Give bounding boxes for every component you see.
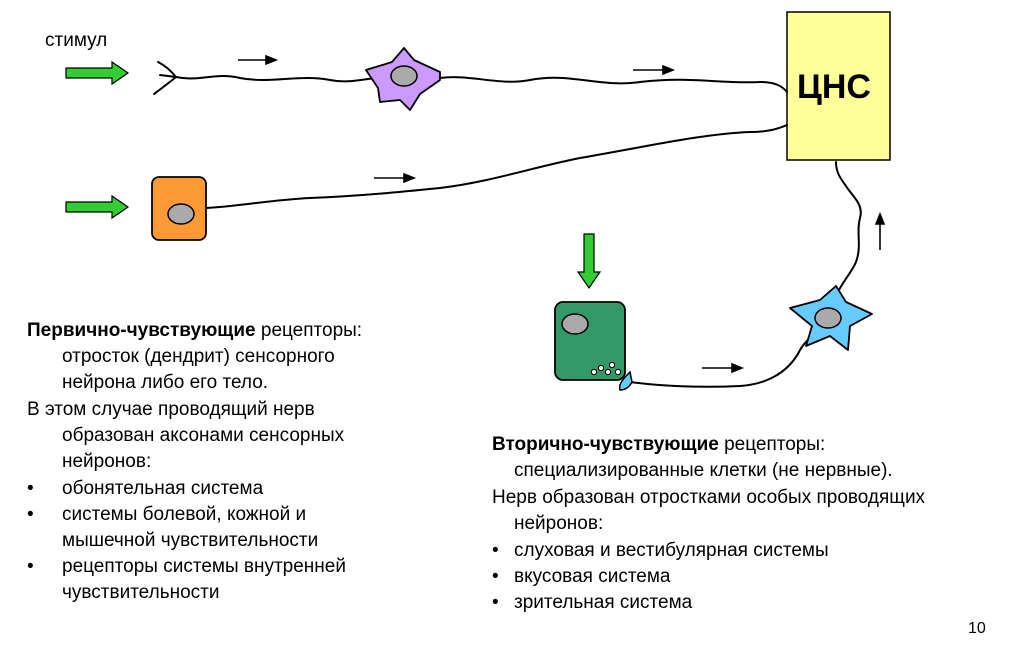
direction-arrow	[238, 54, 279, 66]
direction-arrow	[874, 211, 886, 250]
direction-arrow	[633, 64, 676, 76]
page-number: 10	[968, 620, 986, 637]
stimulus-arrow	[576, 233, 602, 290]
nucleus	[167, 203, 195, 225]
text-line: отросток (дендрит) сенсорного	[62, 346, 335, 367]
stimulus-arrow	[65, 60, 130, 86]
stimulus-arrow	[65, 194, 130, 220]
text-line: В этом случае проводящий нерв	[27, 399, 315, 420]
bullet-symbol: •	[492, 592, 499, 613]
secondary-axon-fiber	[835, 161, 862, 297]
bullet-item-continued: чувствительности	[62, 582, 220, 603]
text-line: Нерв образован отростками особых проводя…	[492, 487, 926, 508]
bullet-symbol: •	[492, 566, 499, 587]
bullet-item-continued: мышечной чувствительности	[62, 530, 319, 551]
text-line: нейронов:	[62, 451, 152, 472]
primary-axon-fiber	[439, 76, 788, 93]
dendrite-ending	[153, 61, 177, 95]
cns-box	[786, 11, 891, 161]
secondary-heading-rest: рецепторы:	[718, 434, 826, 455]
primary-heading: Первично-чувствующие рецепторы:	[27, 318, 362, 344]
nucleus	[814, 307, 842, 329]
primary-heading-bold: Первично-чувствующие	[27, 320, 256, 341]
bullet-symbol: •	[27, 478, 34, 499]
text-line: нейрона либо его тело.	[62, 372, 269, 393]
bullet-item: системы болевой, кожной и	[62, 504, 307, 525]
bullet-item: зрительная система	[514, 592, 693, 613]
secondary-heading-bold: Вторично-чувствующие	[492, 434, 719, 455]
direction-arrow	[374, 172, 417, 184]
synaptic-ending	[618, 370, 633, 391]
synaptic-vesicles	[590, 361, 622, 376]
primary-heading-rest: рецепторы:	[255, 320, 363, 341]
bullet-item: рецепторы системы внутренней	[62, 556, 346, 577]
nucleus	[561, 313, 589, 335]
cns-label: ЦНС	[797, 68, 871, 106]
bullet-item: слуховая и вестибулярная системы	[514, 540, 829, 561]
text-line: специализированные клетки (не нервные).	[514, 460, 893, 481]
bullet-item: вкусовая система	[514, 566, 671, 587]
bullet-symbol: •	[27, 556, 34, 577]
secondary-synapse-fiber	[629, 333, 819, 388]
primary-dendrite-fiber	[175, 75, 381, 83]
bullet-symbol: •	[27, 504, 34, 525]
receptor-cell-axon-fiber	[205, 124, 788, 209]
nucleus	[390, 65, 418, 87]
direction-arrow	[702, 362, 745, 374]
bullet-item: обонятельная система	[62, 478, 264, 499]
bullet-symbol: •	[492, 540, 499, 561]
text-line: нейронов:	[514, 513, 604, 534]
secondary-receptor-cell	[554, 301, 626, 381]
stimulus-label: стимул	[45, 30, 108, 51]
text-line: образован аксонами сенсорных	[62, 425, 345, 446]
secondary-heading: Вторично-чувствующие рецепторы:	[492, 432, 825, 458]
